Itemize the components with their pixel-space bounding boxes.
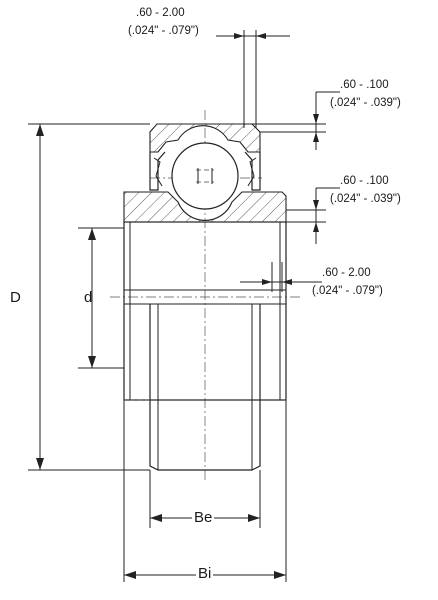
outer-top-chamfer-metric: .60 - .100 <box>340 79 389 91</box>
top-chamfer-inch: (.024" - .079") <box>128 25 199 37</box>
outer-top-chamfer-inch: (.024" - .039") <box>330 97 401 109</box>
label-d: d <box>84 289 93 306</box>
seal-left <box>149 151 166 191</box>
label-Be: Be <box>192 509 215 526</box>
inner-chamfer-metric: .60 - 2.00 <box>322 267 371 279</box>
inner-ring-body <box>123 221 287 401</box>
outer-bottom-chamfer-inch-value: .024" - .039") <box>333 193 401 205</box>
inner-chamfer-inch: (.024" - .079") <box>312 285 383 297</box>
inner-ring <box>123 191 287 223</box>
ball <box>171 142 239 210</box>
outer-top-chamfer-inch-value: .024" - .039") <box>333 97 401 109</box>
outer-bottom-chamfer-inch: (.024" - .039") <box>330 193 401 205</box>
label-Bi: Bi <box>196 565 214 582</box>
outer-ring <box>149 123 261 153</box>
seal-right <box>244 151 261 191</box>
label-D: D <box>10 289 21 306</box>
outer-bottom-chamfer-metric: .60 - .100 <box>340 175 389 187</box>
outer-ring-lower <box>124 304 261 471</box>
top-chamfer-metric: .60 - 2.00 <box>136 7 185 19</box>
